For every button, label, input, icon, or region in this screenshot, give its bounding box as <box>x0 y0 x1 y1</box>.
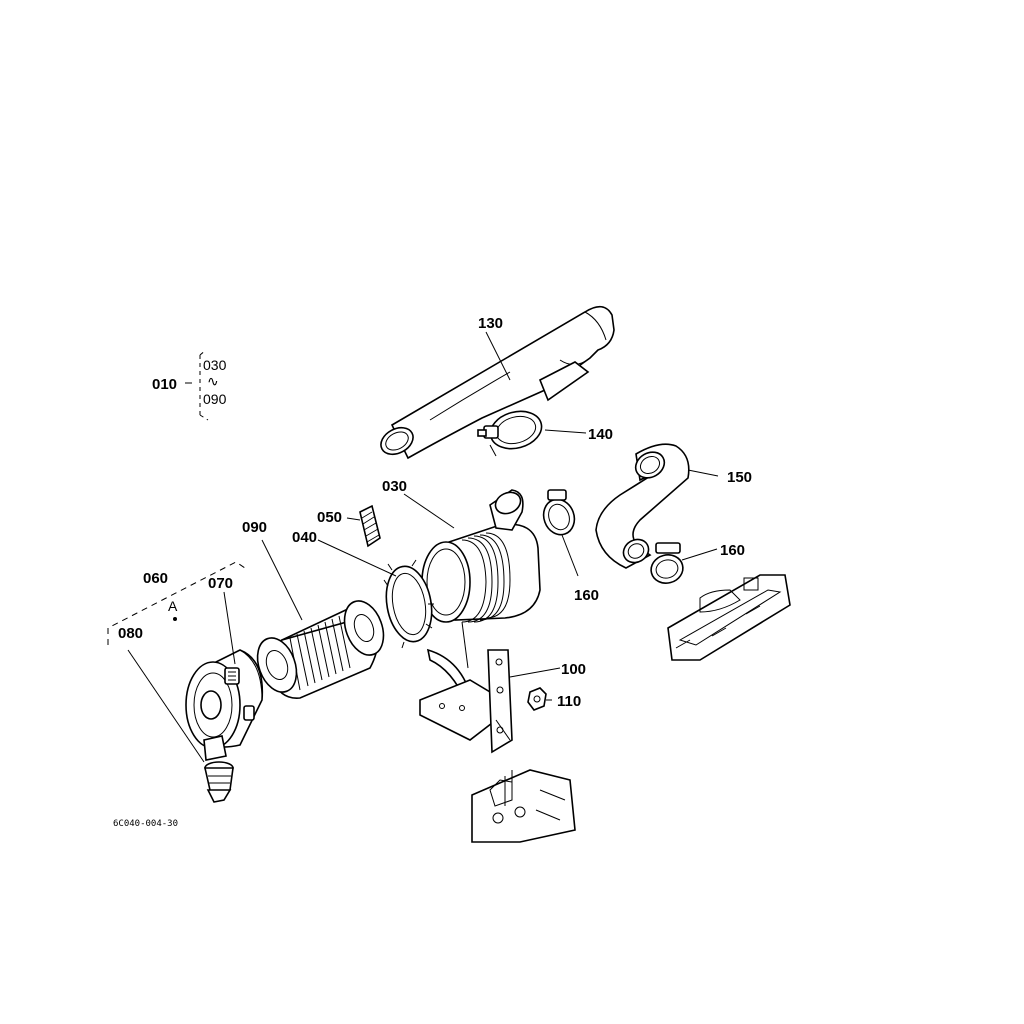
label-160-lower: 160 <box>720 542 745 559</box>
evacuator-valve-080 <box>203 761 234 803</box>
label-range-top: 030 <box>203 357 227 373</box>
elbow-hose-150 <box>595 443 690 569</box>
label-010: 010 <box>152 376 177 393</box>
cover-060 <box>185 649 264 761</box>
label-160-upper: 160 <box>574 587 599 604</box>
gasket-ring-040 <box>383 559 434 649</box>
filter-element-090 <box>256 600 385 699</box>
label-090: 090 <box>242 519 267 536</box>
label-050: 050 <box>317 509 342 526</box>
nut-110 <box>527 687 547 711</box>
label-A: A <box>168 598 178 614</box>
label-range-sep: ∿ <box>207 373 219 389</box>
leader-lines <box>127 331 719 763</box>
label-130: 130 <box>478 315 503 332</box>
part-labels: 010 030 ∿ 090 130 140 150 160 160 030 05… <box>113 315 752 829</box>
label-sticker-050 <box>359 504 381 548</box>
band-clamp-140 <box>477 410 543 457</box>
clip-070 <box>224 667 255 721</box>
label-range-bottom: 090 <box>203 391 227 407</box>
hose-clamp-160-upper <box>542 489 576 536</box>
label-140: 140 <box>588 426 613 443</box>
label-070: 070 <box>208 575 233 592</box>
label-100: 100 <box>561 661 586 678</box>
group-bracket-dashed <box>107 561 249 645</box>
mounting-bracket-100 <box>419 648 513 754</box>
intake-pipe-130 <box>380 305 615 460</box>
label-040: 040 <box>292 529 317 546</box>
body-ribs <box>461 532 511 623</box>
label-030: 030 <box>382 478 407 495</box>
label-110: 110 <box>557 693 581 710</box>
air-cleaner-body-030 <box>421 489 541 669</box>
label-080: 080 <box>118 625 143 642</box>
label-060: 060 <box>143 570 168 587</box>
label-150: 150 <box>727 469 752 486</box>
hose-clamp-160-lower <box>650 542 684 584</box>
intake-manifold <box>667 574 791 661</box>
drawing-code: 6C040-004-30 <box>113 819 178 829</box>
engine-block <box>471 769 576 843</box>
